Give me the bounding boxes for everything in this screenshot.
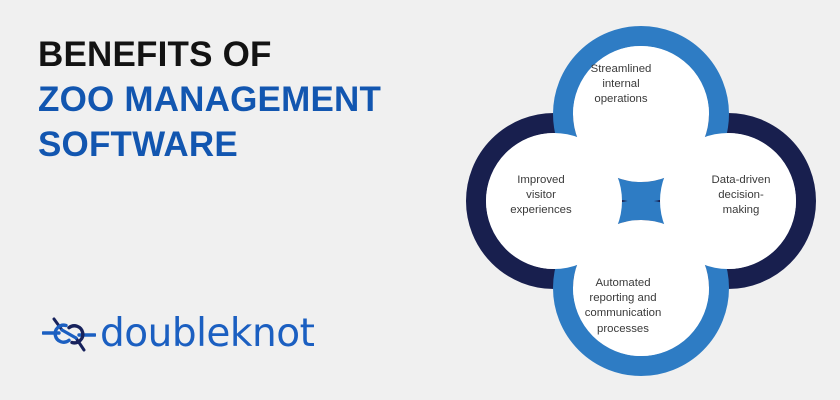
disc-right — [660, 133, 796, 269]
ring-top-streamlined-internal-operations — [553, 26, 729, 202]
benefits-quatrefoil-diagram: Streamlined internal operations Data-dri… — [458, 18, 824, 384]
disc-left — [486, 133, 622, 269]
logo-wordmark: doubleknot — [100, 311, 315, 356]
headline-line-3: SOFTWARE — [38, 125, 238, 164]
headline-line-1: BENEFITS OF — [38, 35, 272, 74]
disc-top — [573, 46, 709, 182]
ring-bottom-automated-reporting — [553, 200, 729, 376]
disc-bottom — [573, 220, 709, 356]
headline-block: BENEFITS OF ZOO MANAGEMENT SOFTWARE — [38, 32, 458, 167]
doubleknot-logo: doubleknot — [41, 311, 315, 356]
headline-line-2: ZOO MANAGEMENT — [38, 80, 382, 119]
doubleknot-knot-icon — [41, 312, 97, 356]
